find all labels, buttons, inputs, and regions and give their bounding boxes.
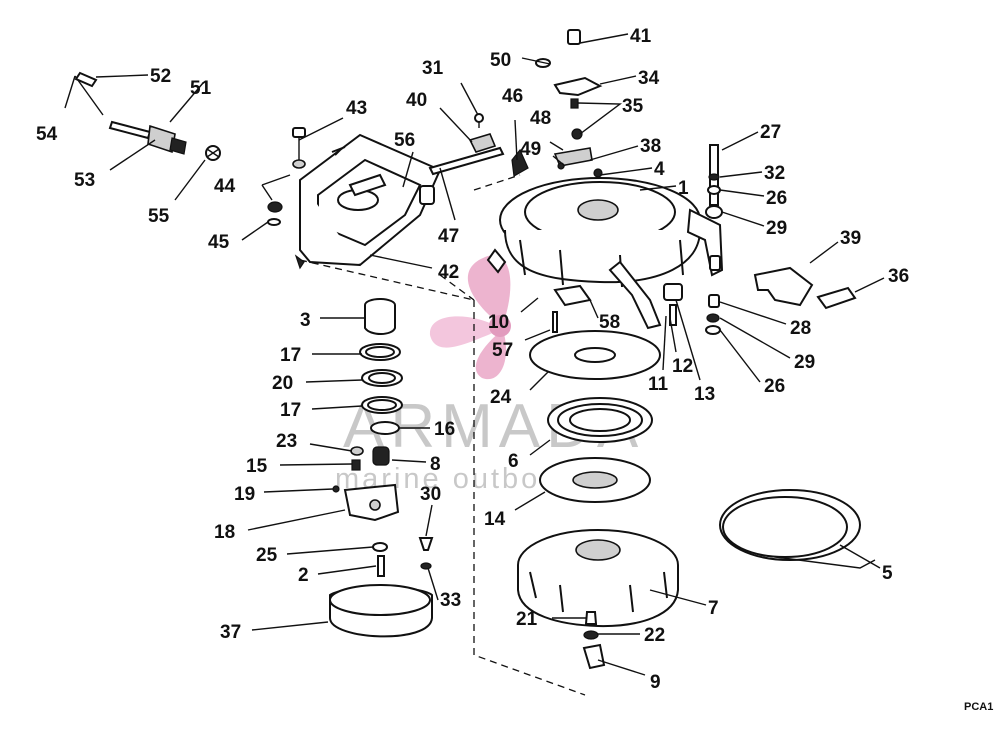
callout-7: 7 [708,598,719,619]
callout-20: 20 [272,373,293,394]
callout-31: 31 [422,58,444,79]
callout-32: 32 [764,163,785,184]
callout-30: 30 [420,484,441,505]
callout-40: 40 [406,90,427,111]
callout-24: 24 [490,387,512,408]
callout-52: 52 [150,66,171,87]
propeller-logo-icon [429,255,511,380]
callout-48: 48 [530,108,551,129]
callout-36: 36 [888,266,909,287]
callout-57: 57 [492,340,513,361]
callout-38: 38 [640,136,661,157]
callout-27: 27 [760,122,781,143]
callout-22: 22 [644,625,665,646]
callout-13: 13 [694,384,715,405]
callout-56: 56 [394,130,415,151]
callout-51: 51 [190,78,212,99]
callout-11: 11 [648,374,669,395]
callout-58: 58 [599,312,620,333]
callout-37: 37 [220,622,241,643]
callout-44: 44 [214,176,236,197]
leader-lines [95,33,885,676]
callout-18: 18 [214,522,235,543]
callout-15: 15 [246,456,268,477]
callout-41: 41 [630,26,652,47]
callout-12: 12 [672,356,693,377]
callout-34: 34 [638,68,660,89]
callout-10: 10 [488,312,509,333]
callout-19: 19 [234,484,255,505]
callout-45: 45 [208,232,230,253]
callout-8: 8 [430,454,441,475]
callout-6: 6 [508,451,519,472]
left-stack-parts [329,298,434,638]
callout-9: 9 [650,672,661,693]
figure-code: PCA1 [964,701,993,713]
starter-housing-cover [294,133,442,270]
callout-55: 55 [148,206,170,227]
callout-17a: 17 [280,345,301,366]
right-side-parts [663,144,857,335]
callout-25: 25 [256,545,278,566]
callout-26b: 26 [764,376,785,397]
callout-14: 14 [484,509,506,530]
callout-46: 46 [502,86,523,107]
assembly-guide-lines [299,174,586,696]
callout-39: 39 [840,228,861,249]
callout-49: 49 [520,139,541,160]
callout-26a: 26 [766,188,787,209]
callout-50: 50 [490,50,511,71]
callout-23: 23 [276,431,297,452]
callout-43: 43 [346,98,367,119]
lever-and-link-parts [428,29,603,178]
callout-1: 1 [678,178,689,199]
callout-29b: 29 [794,352,815,373]
starter-housing [486,177,724,330]
callout-3: 3 [300,310,311,331]
wire-and-pin-parts [64,71,221,161]
callout-17b: 17 [280,400,301,421]
center-stack-parts [517,284,679,670]
callout-35: 35 [622,96,644,117]
callout-47: 47 [438,226,459,247]
callout-2: 2 [298,565,309,586]
callout-33: 33 [440,590,461,611]
callout-42: 42 [438,262,459,283]
callout-21: 21 [516,609,538,630]
callout-28: 28 [790,318,811,339]
callout-numbers: 41 50 34 35 48 49 38 4 1 27 32 26 29 39 … [36,26,909,693]
callout-54: 54 [36,124,58,145]
callout-16: 16 [434,419,455,440]
starter-rope [719,489,876,569]
callout-29a: 29 [766,218,787,239]
callout-5: 5 [882,563,893,584]
callout-4: 4 [654,159,665,180]
callout-53: 53 [74,170,95,191]
screws-and-washers-upper-left [267,127,306,226]
